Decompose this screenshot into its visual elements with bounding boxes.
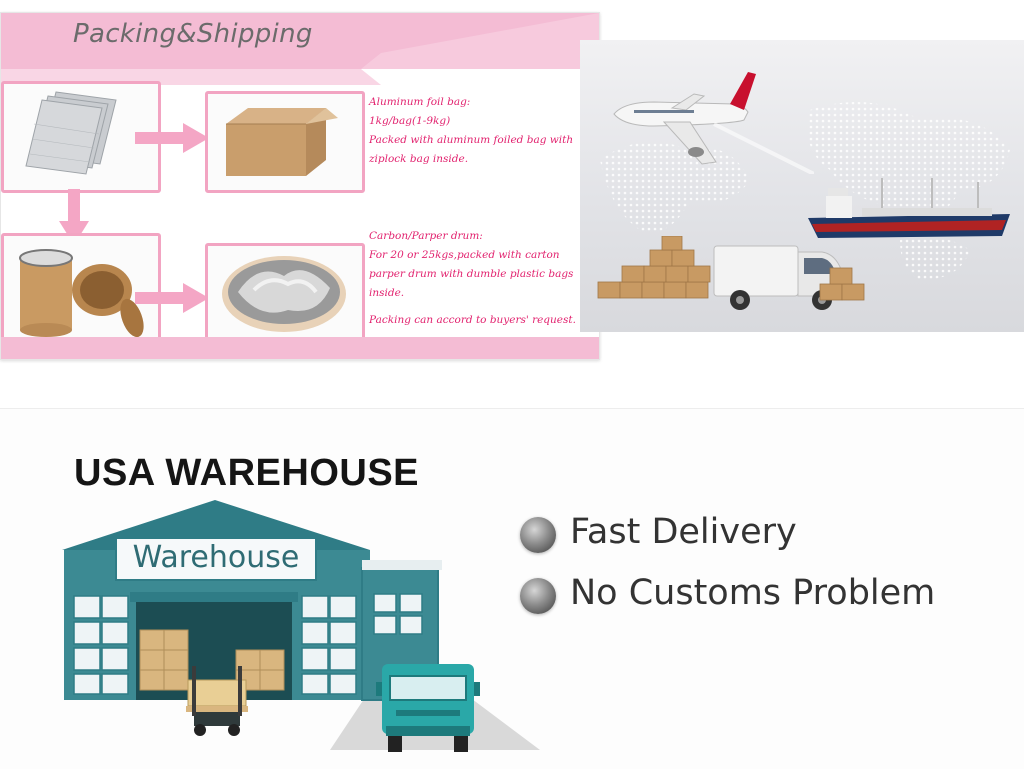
carton-box-icon (226, 108, 338, 176)
carton-stack-icon (819, 267, 865, 301)
paper-drum-box (1, 233, 161, 345)
drum-text-line: inside. (369, 287, 405, 299)
foil-drum-box (205, 243, 365, 345)
warehouse-sign: Warehouse (132, 540, 300, 575)
arrow-down-icon (59, 189, 89, 245)
cargo-ship-icon (808, 178, 1010, 238)
drum-text-line: For 20 or 25kgs,packed with carton (369, 249, 560, 261)
airplane-icon (613, 72, 814, 174)
feature-no-customs: No Customs Problem (570, 573, 936, 613)
foil-text-line: Aluminum foil bag: (369, 96, 471, 108)
foil-text-line: Packed with aluminum foiled bag with (369, 134, 574, 146)
foil-lined-drum-icon (222, 256, 346, 332)
foil-text-line: ziplock bag inside. (369, 153, 469, 165)
arrow-right-icon (135, 283, 209, 313)
foil-bag-description: Aluminum foil bag: 1kg/bag(1-9kg) Packed… (369, 93, 597, 169)
arrow-right-icon (135, 123, 209, 153)
carton-stack-icon (597, 236, 711, 299)
paper-drum-icon (19, 249, 144, 338)
bullet-icon (520, 578, 556, 614)
drum-text-line: Carbon/Parper drum: (369, 230, 483, 242)
feature-fast-delivery: Fast Delivery (570, 512, 797, 552)
forklift-icon (186, 666, 248, 736)
carton-box (205, 91, 365, 193)
packing-note: Packing can accord to buyers' request. (369, 314, 576, 326)
shipping-panel (580, 40, 1024, 332)
foil-bags-box (1, 81, 161, 193)
foil-bags-icon (25, 91, 117, 175)
warehouse-heading: USA WAREHOUSE (74, 452, 420, 494)
bottom-band (1, 337, 599, 359)
world-map-icon (600, 102, 1010, 280)
packing-panel: Packing&Shipping (0, 12, 600, 360)
drum-description: Carbon/Parper drum: For 20 or 25kgs,pack… (369, 227, 597, 303)
packing-title: Packing&Shipping (73, 19, 313, 49)
drum-text-line: parper drum with dumble plastic bags (369, 268, 574, 280)
foil-text-line: 1kg/bag(1-9kg) (369, 115, 451, 127)
bullet-icon (520, 517, 556, 553)
truck-icon (376, 664, 480, 752)
